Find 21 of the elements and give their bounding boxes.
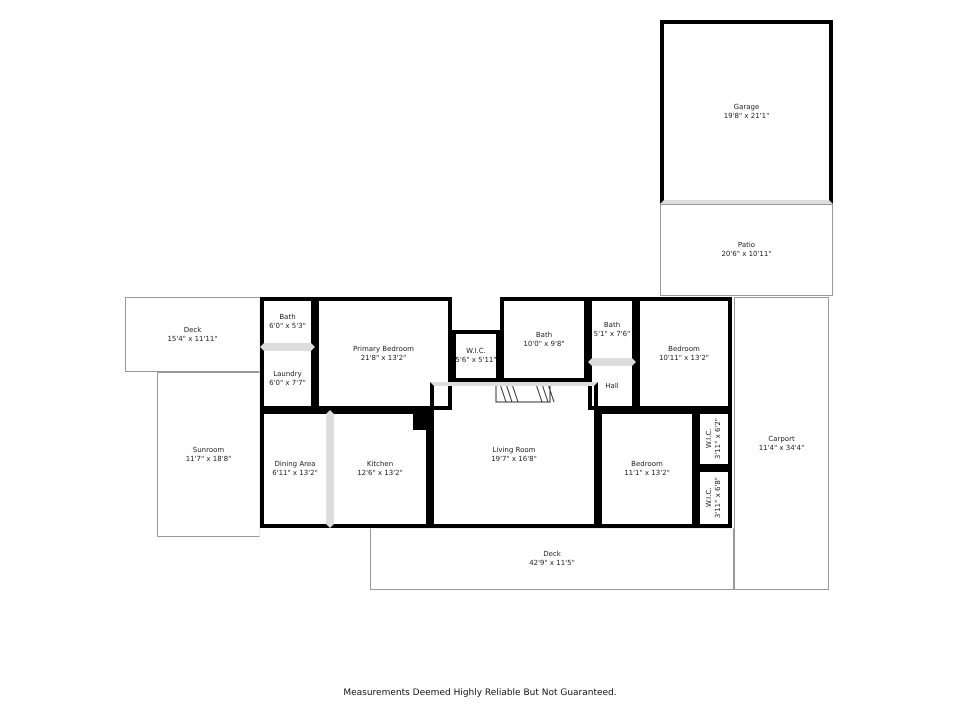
- outdoor-area-outline: [660, 204, 833, 296]
- footer-note: Measurements Deemed Highly Reliable But Not Guaranteed.: [342, 688, 618, 698]
- room-outline: [452, 330, 500, 382]
- outdoor-area-outline: [125, 297, 260, 372]
- outdoor-area-outline: [157, 372, 260, 537]
- room-outline: [696, 410, 732, 468]
- room-outline: [315, 297, 452, 410]
- room-outline: [588, 297, 636, 362]
- room-outline: [260, 410, 330, 528]
- room-outline: [260, 347, 315, 410]
- room-outline: [598, 410, 696, 528]
- room-outline: [260, 297, 315, 347]
- room-outline: [430, 382, 598, 528]
- room-outline: [330, 410, 430, 528]
- room-outline: [696, 468, 732, 528]
- room-outline: [588, 362, 636, 410]
- outdoor-area-outline: [370, 528, 734, 590]
- room-outline: [636, 297, 732, 410]
- outdoor-area-outline: [734, 297, 829, 590]
- room-outline: [500, 297, 588, 382]
- room-outline: [660, 20, 833, 204]
